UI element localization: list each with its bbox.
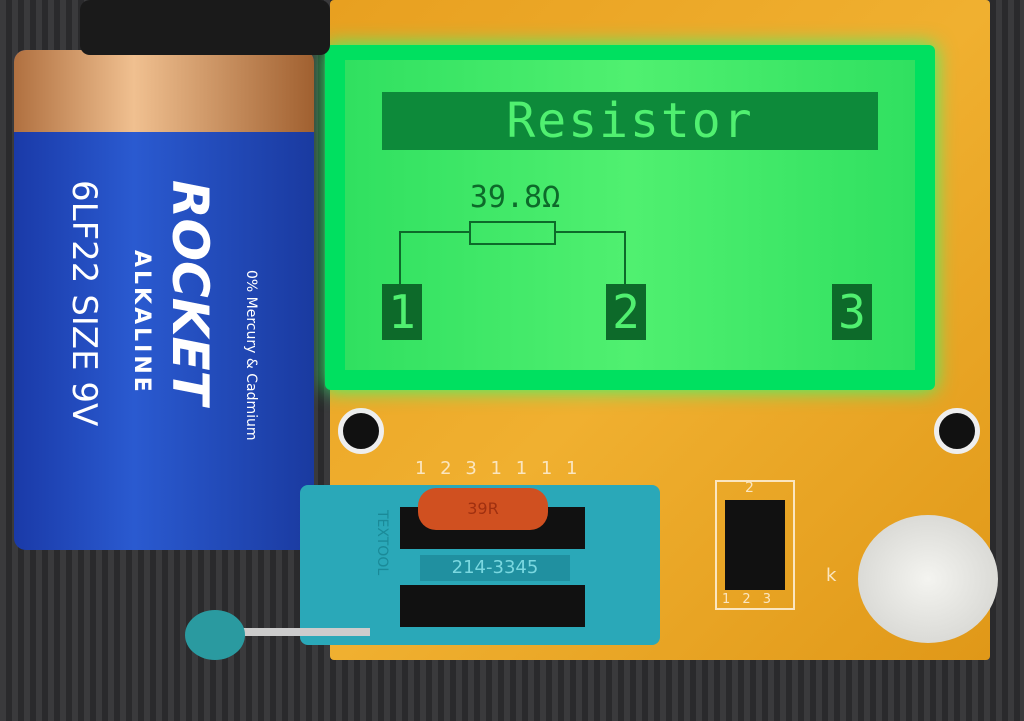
connector-outline (715, 480, 795, 610)
connector (725, 500, 785, 590)
socket-slot-row (400, 585, 585, 627)
battery-snap (80, 0, 330, 55)
pcb-pin-labels: 1 2 3 1 1 1 1 (415, 458, 582, 479)
mounting-hole (934, 408, 980, 454)
battery-size: 6LF22 SIZE 9V (64, 180, 104, 427)
connector-pin-labels: 1 2 3 (722, 592, 776, 607)
k-label: k (826, 565, 837, 586)
socket-lever[interactable] (185, 610, 245, 660)
socket-lever-rod (240, 628, 370, 636)
battery-terminal-band (14, 50, 314, 132)
connector-label: 2 (745, 480, 754, 496)
lcd-pin-2: 2 (606, 284, 646, 340)
test-button[interactable] (858, 515, 998, 643)
battery-brand: ROCKET (161, 180, 219, 405)
mounting-hole (338, 408, 384, 454)
resistor-component: 39R (418, 488, 548, 530)
battery-type: ALKALINE (129, 250, 154, 395)
component-type-title: Resistor (382, 92, 878, 150)
lcd-pin-1: 1 (382, 284, 422, 340)
battery-9v: ROCKET ALKALINE 6LF22 SIZE 9V 0% Mercury… (14, 50, 314, 550)
battery-note: 0% Mercury & Cadmium (243, 270, 259, 441)
resistance-value: 39.8Ω (469, 180, 561, 215)
socket-maker: TEXTOOL (374, 510, 390, 576)
lcd-pin-3: 3 (832, 284, 872, 340)
socket-model: 214-3345 (420, 555, 570, 581)
resistor-symbol (399, 221, 626, 286)
